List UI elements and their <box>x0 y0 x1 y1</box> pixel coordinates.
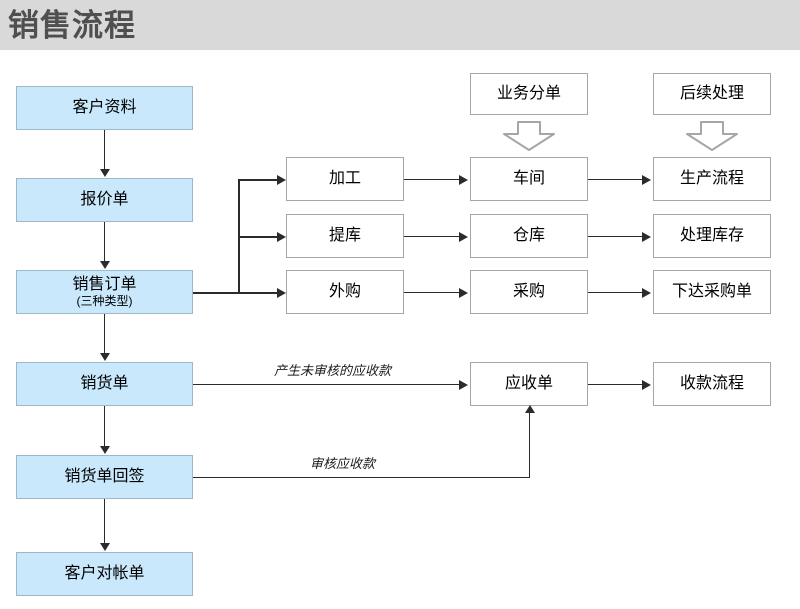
connector-branch-to-warehouse-pick <box>238 236 278 238</box>
connector-back-to-receivable-v <box>529 412 530 478</box>
connector-warehouse-pick-to-warehouse <box>404 236 460 237</box>
header-bar <box>0 0 800 50</box>
connector-branch-to-outsourcing <box>238 292 278 294</box>
edge-label-unaudited-receivable: 产生未审核的应收款 <box>274 363 392 378</box>
arrowhead-right <box>642 175 651 185</box>
node-label: 车间 <box>512 169 545 187</box>
connector-quotation-to-order <box>104 222 105 262</box>
node-label: 报价单 <box>80 190 129 208</box>
node-warehouse-pick[interactable]: 提库 <box>286 214 404 258</box>
node-label: 销售订单 <box>72 275 137 293</box>
arrowhead-right <box>642 232 651 242</box>
node-receivable-note[interactable]: 应收单 <box>470 362 588 406</box>
arrowhead-right <box>459 232 468 242</box>
node-label: 生产流程 <box>679 169 744 187</box>
node-customer-info[interactable]: 客户资料 <box>16 86 193 130</box>
arrowhead-right <box>277 288 286 298</box>
connector-order-to-slip <box>104 314 105 354</box>
node-processing[interactable]: 加工 <box>286 157 404 201</box>
node-production-flow[interactable]: 生产流程 <box>653 157 771 201</box>
arrowhead-right <box>642 288 651 298</box>
node-label: 应收单 <box>504 374 553 392</box>
column-header-label: 后续处理 <box>679 84 744 102</box>
node-label: 销货单 <box>80 374 129 392</box>
connector-slip-to-receivable <box>193 384 460 385</box>
node-sales-slip-back[interactable]: 销货单回签 <box>16 455 193 499</box>
column-header-business-split[interactable]: 业务分单 <box>470 73 588 115</box>
node-label: 销货单回签 <box>64 467 145 485</box>
node-issue-po[interactable]: 下达采购单 <box>653 270 771 314</box>
node-label: 提库 <box>328 226 361 244</box>
connector-receivable-to-collection <box>588 384 643 385</box>
arrowhead-down <box>100 446 110 454</box>
node-label: 采购 <box>512 282 545 300</box>
node-label: 外购 <box>328 282 361 300</box>
block-arrow-down-icon-business-split <box>502 121 556 151</box>
node-label: 下达采购单 <box>671 282 752 300</box>
node-workshop[interactable]: 车间 <box>470 157 588 201</box>
arrowhead-down <box>100 543 110 551</box>
column-header-label: 业务分单 <box>496 84 561 102</box>
connector-slip-to-back <box>104 406 105 447</box>
connector-workshop-to-production-flow <box>588 179 643 180</box>
arrowhead-right <box>459 380 468 390</box>
arrowhead-down <box>100 169 110 177</box>
edge-label-audit-receivable: 审核应收款 <box>310 456 376 471</box>
node-purchasing[interactable]: 采购 <box>470 270 588 314</box>
node-label: 客户对帐单 <box>64 564 145 582</box>
connector-customer-to-quotation <box>104 130 105 170</box>
node-label: 收款流程 <box>679 374 744 392</box>
arrowhead-right <box>277 232 286 242</box>
node-warehouse[interactable]: 仓库 <box>470 214 588 258</box>
node-collection-flow[interactable]: 收款流程 <box>653 362 771 406</box>
node-handle-stock[interactable]: 处理库存 <box>653 214 771 258</box>
node-customer-statement[interactable]: 客户对帐单 <box>16 552 193 596</box>
block-arrow-down-icon-follow-up <box>685 121 739 151</box>
arrowhead-down <box>100 261 110 269</box>
node-sales-slip[interactable]: 销货单 <box>16 362 193 406</box>
node-sublabel: (三种类型) <box>76 294 133 309</box>
arrowhead-up <box>525 405 535 413</box>
connector-warehouse-to-handle-stock <box>588 236 643 237</box>
node-label: 客户资料 <box>72 98 137 116</box>
connector-back-to-receivable-h <box>193 477 530 478</box>
connector-order-branch-stem <box>193 292 239 294</box>
connector-back-to-statement <box>104 499 105 544</box>
node-quotation[interactable]: 报价单 <box>16 178 193 222</box>
arrowhead-down <box>100 353 110 361</box>
node-sales-order[interactable]: 销售订单 (三种类型) <box>16 270 193 314</box>
connector-outsourcing-to-purchasing <box>404 292 460 293</box>
arrowhead-right <box>459 288 468 298</box>
node-outsourcing[interactable]: 外购 <box>286 270 404 314</box>
page-title: 销售流程 <box>8 8 136 43</box>
connector-processing-to-workshop <box>404 179 460 180</box>
connector-branch-to-processing <box>238 179 278 181</box>
node-label: 仓库 <box>512 226 545 244</box>
node-label: 加工 <box>328 169 361 187</box>
node-label: 处理库存 <box>679 226 744 244</box>
arrowhead-right <box>277 175 286 185</box>
arrowhead-right <box>459 175 468 185</box>
connector-purchasing-to-issue-po <box>588 292 643 293</box>
column-header-follow-up[interactable]: 后续处理 <box>653 73 771 115</box>
arrowhead-right <box>642 380 651 390</box>
